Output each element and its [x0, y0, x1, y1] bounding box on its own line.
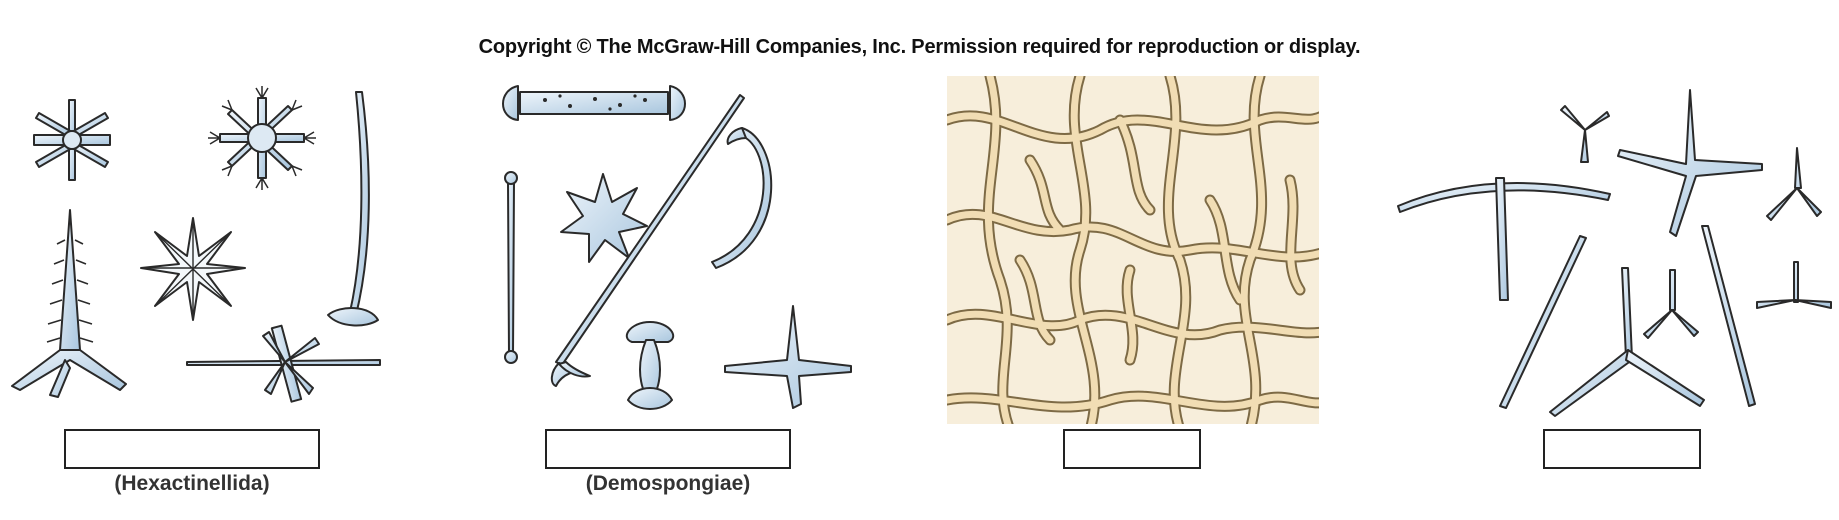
- hexactine-spicule: [33, 99, 111, 181]
- floricome-spicule: [208, 86, 316, 190]
- answer-box-panel-3[interactable]: [1063, 429, 1201, 469]
- pentactine-spicule: [186, 324, 381, 403]
- t-shaped-spicule: [1397, 177, 1611, 301]
- answer-box-panel-2[interactable]: [545, 429, 791, 469]
- monaxon-spicule-left: [1499, 235, 1587, 409]
- style-spicule: [504, 171, 518, 364]
- triradiate-spicule-center: [1643, 269, 1699, 339]
- panel-4-calcareous-spicules: [1397, 89, 1832, 417]
- panel-1-hexactinellid-spicules: [11, 86, 381, 403]
- quadriradiate-spicule: [1617, 89, 1763, 237]
- tylote-spicule: [502, 85, 686, 121]
- tripod-spicule: [1549, 267, 1705, 417]
- copyright-notice: Copyright © The McGraw-Hill Companies, I…: [478, 36, 1361, 58]
- triradiate-spicule-right: [1766, 147, 1822, 221]
- panel-3-spongin-network: [947, 76, 1319, 424]
- panel-2-demosponge-spicules: [502, 85, 852, 410]
- pinnate-spicule: [11, 209, 127, 398]
- tetractine-spicule: [724, 305, 852, 409]
- chela-spicule: [625, 321, 675, 410]
- answer-box-panel-1[interactable]: [64, 429, 320, 469]
- answer-box-panel-4[interactable]: [1543, 429, 1701, 469]
- aster-spicule: [560, 173, 648, 263]
- sigma-spicule: [711, 127, 773, 269]
- caption-panel-1: (Hexactinellida): [114, 472, 270, 495]
- monaxon-spicule-right: [1701, 225, 1756, 407]
- star-spicule: [140, 217, 246, 321]
- triradiate-spicule-lower-right: [1756, 261, 1832, 309]
- caption-panel-2: (Demospongiae): [585, 472, 751, 495]
- triradiate-spicule-small: [1560, 105, 1610, 163]
- amphidisc-rod-spicule: [327, 91, 379, 327]
- anatriaene-spicule: [550, 94, 745, 387]
